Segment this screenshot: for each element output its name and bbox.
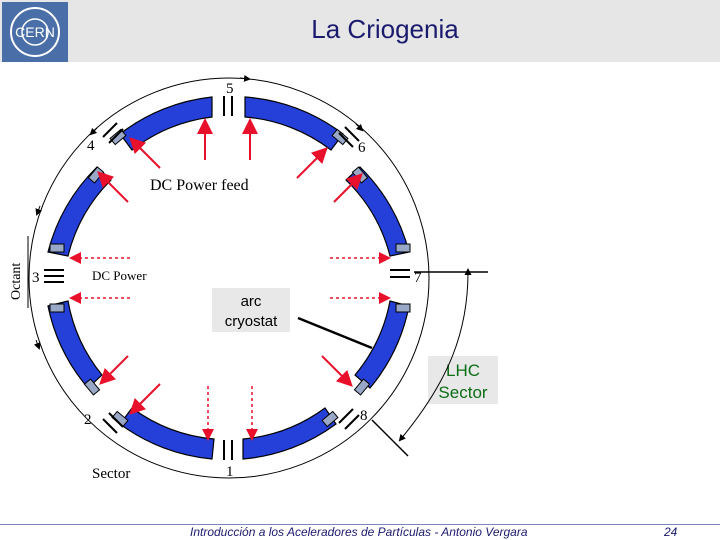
lhc-sector-bottom-tick	[371, 419, 409, 457]
page-title: La Criogenia	[311, 14, 459, 44]
arc-cryostat-box	[212, 288, 290, 332]
octant-label: Octant	[9, 263, 24, 300]
sector-label: Sector	[92, 466, 130, 482]
arc-segment-4-5	[119, 96, 213, 151]
lhc-sector-label-1: LHC	[446, 361, 480, 380]
outer-arrow-4	[89, 127, 98, 136]
page-number: 24	[664, 525, 678, 539]
point-label-7: 7	[414, 270, 422, 286]
cern-logo-icon: CERN	[2, 2, 68, 62]
arc-cryostat-label-1: arc	[241, 293, 262, 310]
arc-segment-2-3	[47, 300, 103, 389]
outer-arrow-left	[35, 205, 43, 216]
point-label-6: 6	[358, 140, 366, 156]
outer-arrow-bottom-left	[33, 339, 41, 350]
point-label-2: 2	[84, 412, 92, 428]
point-label-8: 8	[360, 408, 368, 424]
header-bar	[0, 0, 720, 62]
arc-segments	[47, 96, 410, 460]
point-label-3: 3	[32, 270, 40, 286]
point-label-1: 1	[226, 464, 234, 480]
arc-cryostat-label-2: cryostat	[225, 313, 278, 330]
logo-text: CERN	[15, 24, 55, 40]
arc-segment-3-4	[47, 166, 112, 257]
outer-ring	[28, 77, 430, 479]
point-label-5: 5	[226, 81, 234, 97]
point-labels: 1 2 3 4 5 6 7 8	[32, 81, 422, 480]
dc-power-label: DC Power	[92, 268, 147, 283]
lhc-sector-span-arrow	[398, 271, 469, 442]
insertion-markers	[44, 96, 410, 460]
outer-arrow-6	[355, 123, 364, 132]
footer-divider	[0, 524, 720, 525]
point-label-4: 4	[87, 138, 95, 154]
arc-segment-1-2	[119, 407, 215, 460]
arc-cryostat-pointer	[297, 316, 373, 350]
lhc-sector-box	[428, 356, 498, 404]
arc-segment-8-1	[242, 407, 337, 460]
dc-power-dotted-arrows	[69, 252, 391, 441]
footer-text: Introducción a los Aceleradores de Partí…	[190, 525, 528, 539]
segment-end-caps	[49, 128, 411, 428]
outer-arrow-top	[239, 74, 251, 82]
lhc-sector-label-2: Sector	[438, 383, 487, 402]
dc-feed-arrows	[97, 118, 363, 415]
arc-segment-5-6	[244, 96, 344, 151]
dc-power-feed-label: DC Power feed	[150, 177, 249, 194]
